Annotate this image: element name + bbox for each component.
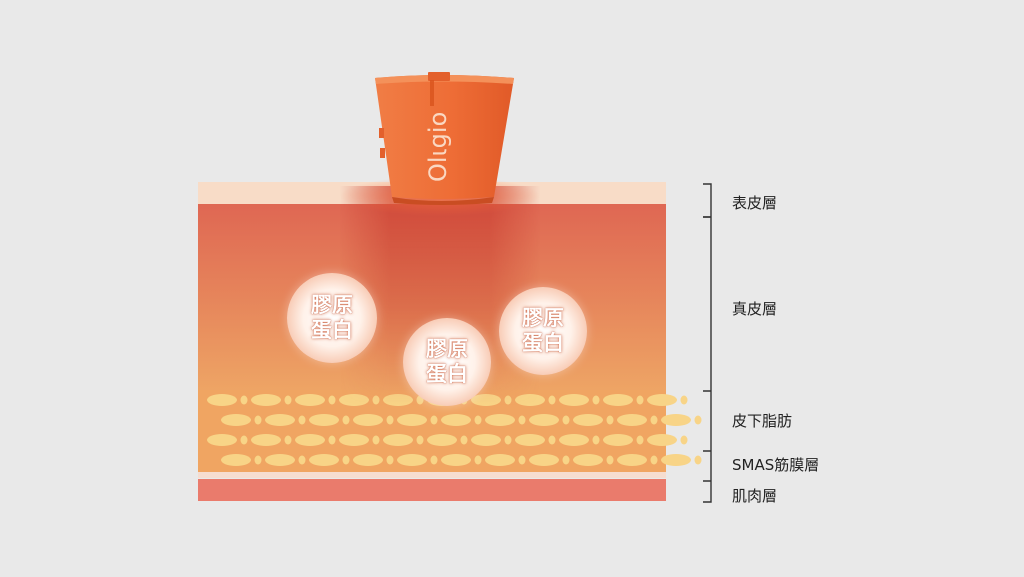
fat-cell-dot — [460, 435, 468, 445]
label-smas: SMAS筋膜層 — [732, 456, 820, 474]
fat-cell — [265, 414, 295, 426]
fat-cell — [559, 434, 589, 446]
fat-cell-dot — [694, 455, 702, 465]
fat-cell — [603, 394, 633, 406]
fat-cell — [221, 454, 251, 466]
fat-cell-dot — [606, 415, 614, 425]
collagen-text-line2: 蛋白 — [522, 331, 564, 355]
device-logo: Olιgio — [424, 112, 452, 182]
collagen-bubble: 膠原 蛋白 — [287, 273, 377, 363]
collagen-bubble: 膠原 蛋白 — [499, 287, 587, 375]
fat-cell — [309, 454, 339, 466]
fat-cell-dot — [504, 435, 512, 445]
fat-cell — [207, 434, 237, 446]
fat-cell-dot — [680, 435, 688, 445]
fat-cell-dot — [636, 395, 644, 405]
fat-cell — [353, 454, 383, 466]
fat-cell — [617, 454, 647, 466]
collagen-text-line1: 膠原 — [426, 337, 468, 361]
fat-cell-dot — [328, 435, 336, 445]
fat-cell-dot — [680, 395, 688, 405]
fat-cell-dot — [386, 455, 394, 465]
fat-cell — [573, 414, 603, 426]
fat-cell — [339, 434, 369, 446]
fat-cell-dot — [240, 435, 248, 445]
fat-cell — [221, 414, 251, 426]
fat-cell-dot — [284, 435, 292, 445]
fat-cell-dot — [650, 415, 658, 425]
fat-cell — [295, 434, 325, 446]
fat-cell-dot — [342, 455, 350, 465]
fat-cell-dot — [298, 455, 306, 465]
fat-cell-dot — [518, 455, 526, 465]
collagen-text-line1: 膠原 — [311, 293, 353, 317]
fat-cell — [397, 454, 427, 466]
fat-cell — [617, 414, 647, 426]
fat-cell-dot — [298, 415, 306, 425]
fat-cell — [295, 394, 325, 406]
fat-cell-dot — [372, 435, 380, 445]
fat-cell-dot — [284, 395, 292, 405]
fat-cell-dot — [342, 415, 350, 425]
fat-cell-dot — [562, 415, 570, 425]
fat-cell — [441, 454, 471, 466]
fat-cell — [251, 394, 281, 406]
fat-cell-dot — [606, 455, 614, 465]
fat-cell-dot — [254, 455, 262, 465]
fat-cell — [515, 434, 545, 446]
layer-bracket — [703, 183, 712, 503]
fat-cell-dot — [328, 395, 336, 405]
fat-cell-dot — [636, 435, 644, 445]
label-subcutaneous-fat: 皮下脂肪 — [732, 412, 793, 430]
fat-cell-dot — [592, 435, 600, 445]
fat-cell-dot — [518, 415, 526, 425]
fat-cell — [485, 414, 515, 426]
fat-cell — [529, 454, 559, 466]
collagen-text-line2: 蛋白 — [311, 318, 353, 342]
fat-cell — [265, 454, 295, 466]
fat-cell — [207, 394, 237, 406]
label-dermis: 真皮層 — [732, 300, 778, 318]
collagen-bubble: 膠原 蛋白 — [403, 318, 491, 406]
fat-cell — [441, 414, 471, 426]
fat-cell-dot — [592, 395, 600, 405]
fat-cell — [309, 414, 339, 426]
muscle-layer — [198, 479, 666, 501]
fat-cell — [647, 434, 677, 446]
smas-layer — [198, 472, 666, 478]
label-epidermis: 表皮層 — [732, 194, 778, 212]
fat-cell-dot — [430, 415, 438, 425]
fat-cell-dot — [548, 435, 556, 445]
fat-cell — [383, 434, 413, 446]
fat-cell — [397, 414, 427, 426]
fat-cell-dot — [240, 395, 248, 405]
fat-cell-dot — [694, 415, 702, 425]
fat-cell — [603, 434, 633, 446]
fat-cell-dot — [416, 435, 424, 445]
device-head: Olιgio — [375, 72, 514, 205]
fat-cell — [661, 414, 691, 426]
fat-cell — [529, 414, 559, 426]
fat-cell-dot — [254, 415, 262, 425]
fat-cell-dot — [430, 455, 438, 465]
fat-cell — [559, 394, 589, 406]
fat-cell-dot — [474, 455, 482, 465]
fat-cell — [647, 394, 677, 406]
fat-cell-dot — [386, 415, 394, 425]
fat-cell-dot — [474, 415, 482, 425]
fat-cell — [353, 414, 383, 426]
fat-cell — [427, 434, 457, 446]
fat-cell — [485, 454, 515, 466]
fat-cell — [251, 434, 281, 446]
label-muscle: 肌肉層 — [732, 487, 778, 505]
fat-cell — [661, 454, 691, 466]
fat-cell-dot — [562, 455, 570, 465]
fat-cell-dot — [650, 455, 658, 465]
fat-cell-dot — [548, 395, 556, 405]
fat-cell — [471, 434, 501, 446]
collagen-text-line2: 蛋白 — [426, 362, 468, 386]
collagen-text-line1: 膠原 — [522, 306, 564, 330]
fat-cell — [573, 454, 603, 466]
